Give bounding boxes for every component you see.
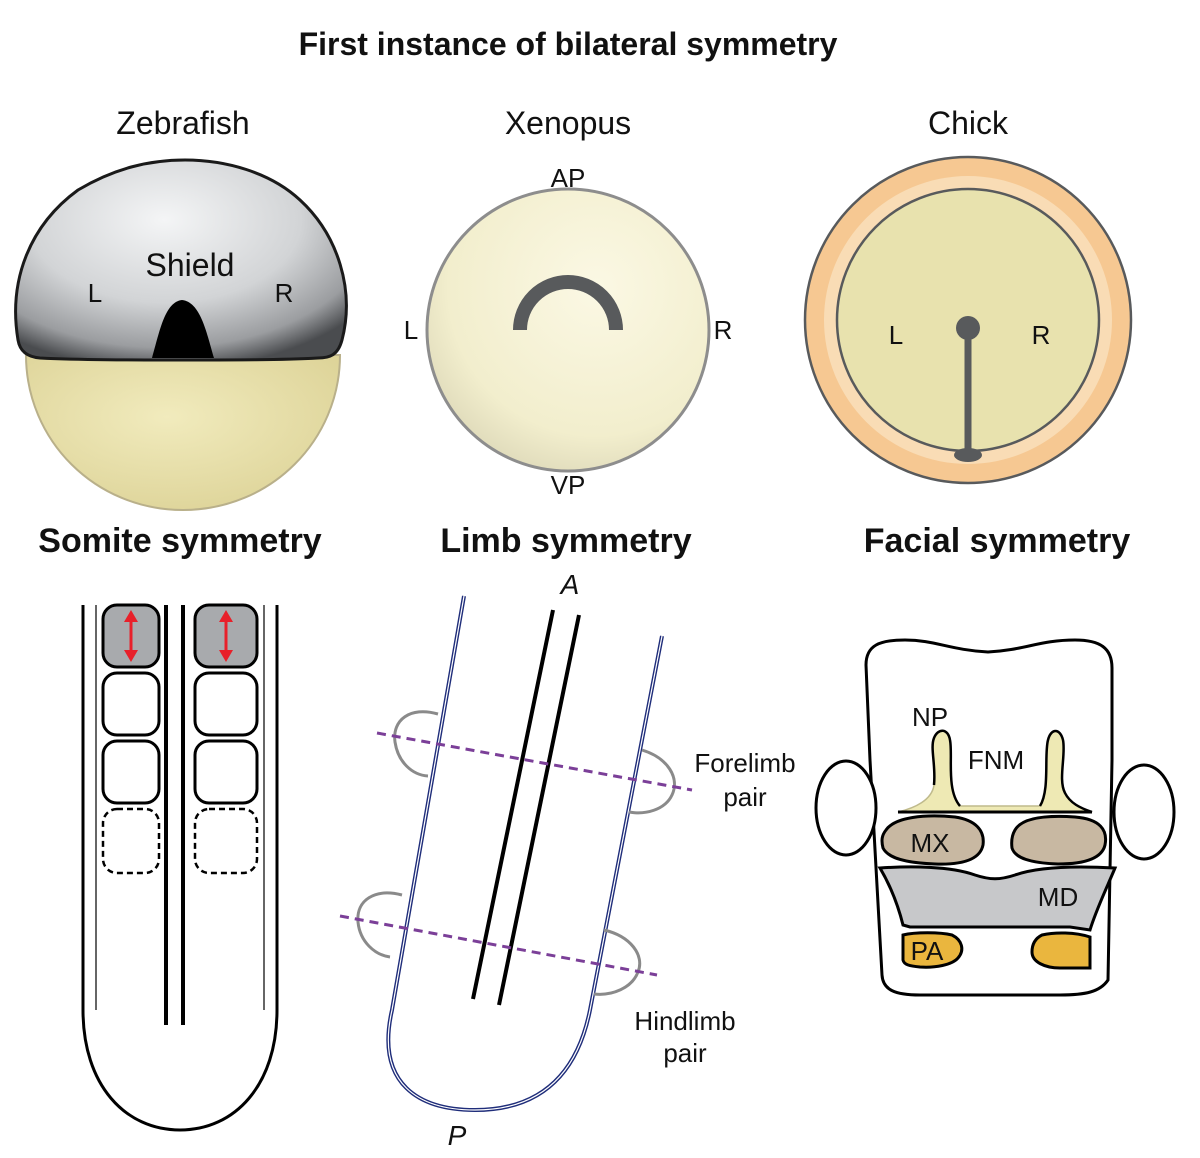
forelimb-axis-line: [376, 731, 693, 792]
facial-symmetry-heading: Facial symmetry: [864, 522, 1131, 560]
mx-label: MX: [911, 828, 950, 858]
pa-label: PA: [911, 936, 944, 966]
shield-label: Shield: [146, 247, 235, 283]
pharyngeal-arch-right: [1030, 931, 1092, 970]
mandibular-arch: [877, 865, 1118, 932]
zebrafish-blastoderm-cap: [14, 158, 348, 362]
limb-body-outline-inner: [387, 595, 663, 1111]
xenopus-right-label: R: [714, 315, 733, 345]
somite-symmetry-heading: Somite symmetry: [38, 522, 322, 560]
chick-left-label: L: [889, 320, 903, 350]
xenopus-vp-label: VP: [551, 470, 586, 500]
somite-size-arrow-right: [219, 610, 233, 662]
anterior-label: A: [559, 569, 580, 600]
nasal-pit-left: [931, 729, 962, 807]
somite-right-2: [193, 671, 259, 737]
zebrafish-label: Zebrafish: [116, 105, 249, 141]
np-label: NP: [912, 702, 948, 732]
posterior-label: P: [448, 1120, 467, 1151]
xenopus-label: Xenopus: [505, 105, 631, 141]
future-somite-right: [193, 807, 259, 875]
chick-embryo: L R: [803, 155, 1133, 485]
xenopus-embryo: AP VP L R: [404, 163, 733, 500]
somite-right-3: [193, 739, 259, 805]
embryonic-shield: [152, 300, 214, 358]
hindlimb-label-line1: Hindlimb: [634, 1006, 735, 1036]
limb-body-outline: [386, 595, 664, 1113]
maxillary-left: [880, 814, 985, 866]
somite-left-3: [101, 739, 161, 805]
zebrafish-right-label: R: [275, 278, 294, 308]
maxillary-right: [1010, 814, 1108, 866]
right-forelimb-bud: [628, 748, 676, 815]
chick-label: Chick: [928, 105, 1009, 141]
future-somite-left: [101, 807, 161, 875]
left-eye: [814, 759, 878, 857]
blastopore-lip: [513, 275, 623, 331]
limb-symmetry-heading: Limb symmetry: [440, 522, 691, 560]
streak-base: [954, 448, 982, 462]
embryo-body-outline: [81, 605, 279, 1132]
fnm-label: FNM: [968, 745, 1024, 775]
forelimb-label-line2: pair: [723, 782, 767, 812]
somite-left-2: [101, 671, 161, 737]
left-forelimb-bud: [393, 710, 439, 778]
md-label: MD: [1038, 882, 1078, 912]
nasal-pit-right: [1038, 729, 1093, 814]
left-hindlimb-bud: [356, 891, 403, 959]
pharyngeal-arch-left: [901, 931, 964, 969]
hindlimb-axis-line: [339, 914, 658, 977]
right-eye: [1112, 763, 1176, 861]
somite-diagram: [81, 603, 279, 1132]
figure-title: First instance of bilateral symmetry: [299, 26, 838, 62]
face-diagram: NP FNM MX MD PA: [814, 638, 1176, 997]
xenopus-left-label: L: [404, 315, 418, 345]
zebrafish-yolk: [24, 354, 342, 512]
neural-tube-line-1: [471, 609, 555, 1000]
forelimb-label-line1: Forelimb: [694, 748, 795, 778]
neural-tube-line-2: [497, 614, 581, 1006]
somite-size-arrow-left: [124, 610, 138, 662]
xenopus-egg: [425, 187, 711, 473]
limb-diagram: A P Forelimb pair Hindlimb pair: [339, 569, 796, 1151]
hensens-node: [956, 316, 980, 340]
zebrafish-left-label: L: [88, 278, 102, 308]
hindlimb-label-line2: pair: [663, 1038, 707, 1068]
xenopus-ap-label: AP: [551, 163, 586, 193]
chick-right-label: R: [1032, 320, 1051, 350]
zebrafish-embryo: Shield L R: [14, 158, 348, 512]
